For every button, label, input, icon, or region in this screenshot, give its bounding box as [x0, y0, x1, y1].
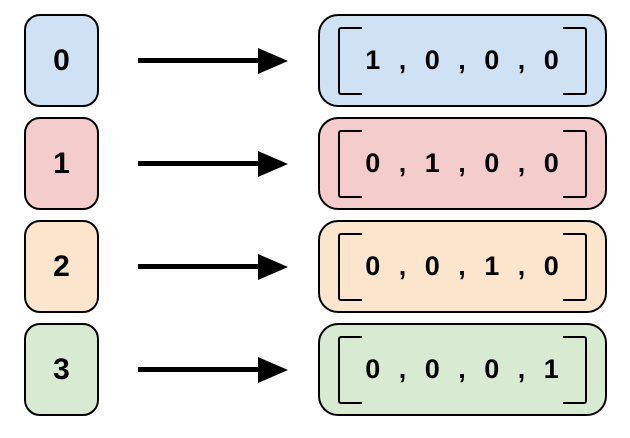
arrow-icon — [138, 150, 288, 177]
category-label: 3 — [53, 352, 70, 386]
arrow-icon — [138, 253, 288, 280]
arrow-shaft — [138, 367, 262, 372]
vector-text: 1 , 0 , 0 , 0 — [365, 45, 560, 75]
bracket-left-icon — [338, 335, 362, 404]
arrow-icon — [138, 356, 288, 383]
bracket-right-icon — [563, 26, 587, 95]
diagram-body: 0 1 , 0 , 0 , 0 1 0 , 1 , 0 , 0 — [24, 14, 630, 416]
mapping-row-1: 1 0 , 1 , 0 , 0 — [24, 117, 630, 210]
arrow-head — [258, 253, 288, 280]
vector-text: 0 , 1 , 0 , 0 — [365, 148, 560, 178]
category-chip-1: 1 — [24, 117, 99, 210]
category-label: 1 — [53, 146, 70, 180]
bracket-right-icon — [563, 232, 587, 301]
onehot-vector-box-2: 0 , 0 , 1 , 0 — [318, 220, 607, 313]
category-label: 2 — [53, 249, 70, 283]
mapping-row-0: 0 1 , 0 , 0 , 0 — [24, 14, 630, 107]
category-chip-2: 2 — [24, 220, 99, 313]
arrow-head — [258, 150, 288, 177]
arrow-icon — [138, 47, 288, 74]
category-label: 0 — [53, 43, 70, 77]
onehot-vector-box-1: 0 , 1 , 0 , 0 — [318, 117, 607, 210]
bracket-right-icon — [563, 335, 587, 404]
mapping-row-2: 2 0 , 0 , 1 , 0 — [24, 220, 630, 313]
onehot-vector-box-3: 0 , 0 , 0 , 1 — [318, 323, 607, 416]
bracket-left-icon — [338, 26, 362, 95]
category-chip-0: 0 — [24, 14, 99, 107]
bracket-right-icon — [563, 129, 587, 198]
arrow-head — [258, 356, 288, 383]
onehot-vector-box-0: 1 , 0 , 0 , 0 — [318, 14, 607, 107]
arrow-shaft — [138, 264, 262, 269]
vector-text: 0 , 0 , 0 , 1 — [365, 354, 560, 384]
arrow-shaft — [138, 161, 262, 166]
bracket-left-icon — [338, 129, 362, 198]
arrow-head — [258, 47, 288, 74]
vector-text: 0 , 0 , 1 , 0 — [365, 251, 560, 281]
mapping-row-3: 3 0 , 0 , 0 , 1 — [24, 323, 630, 416]
arrow-shaft — [138, 58, 262, 63]
bracket-left-icon — [338, 232, 362, 301]
category-chip-3: 3 — [24, 323, 99, 416]
